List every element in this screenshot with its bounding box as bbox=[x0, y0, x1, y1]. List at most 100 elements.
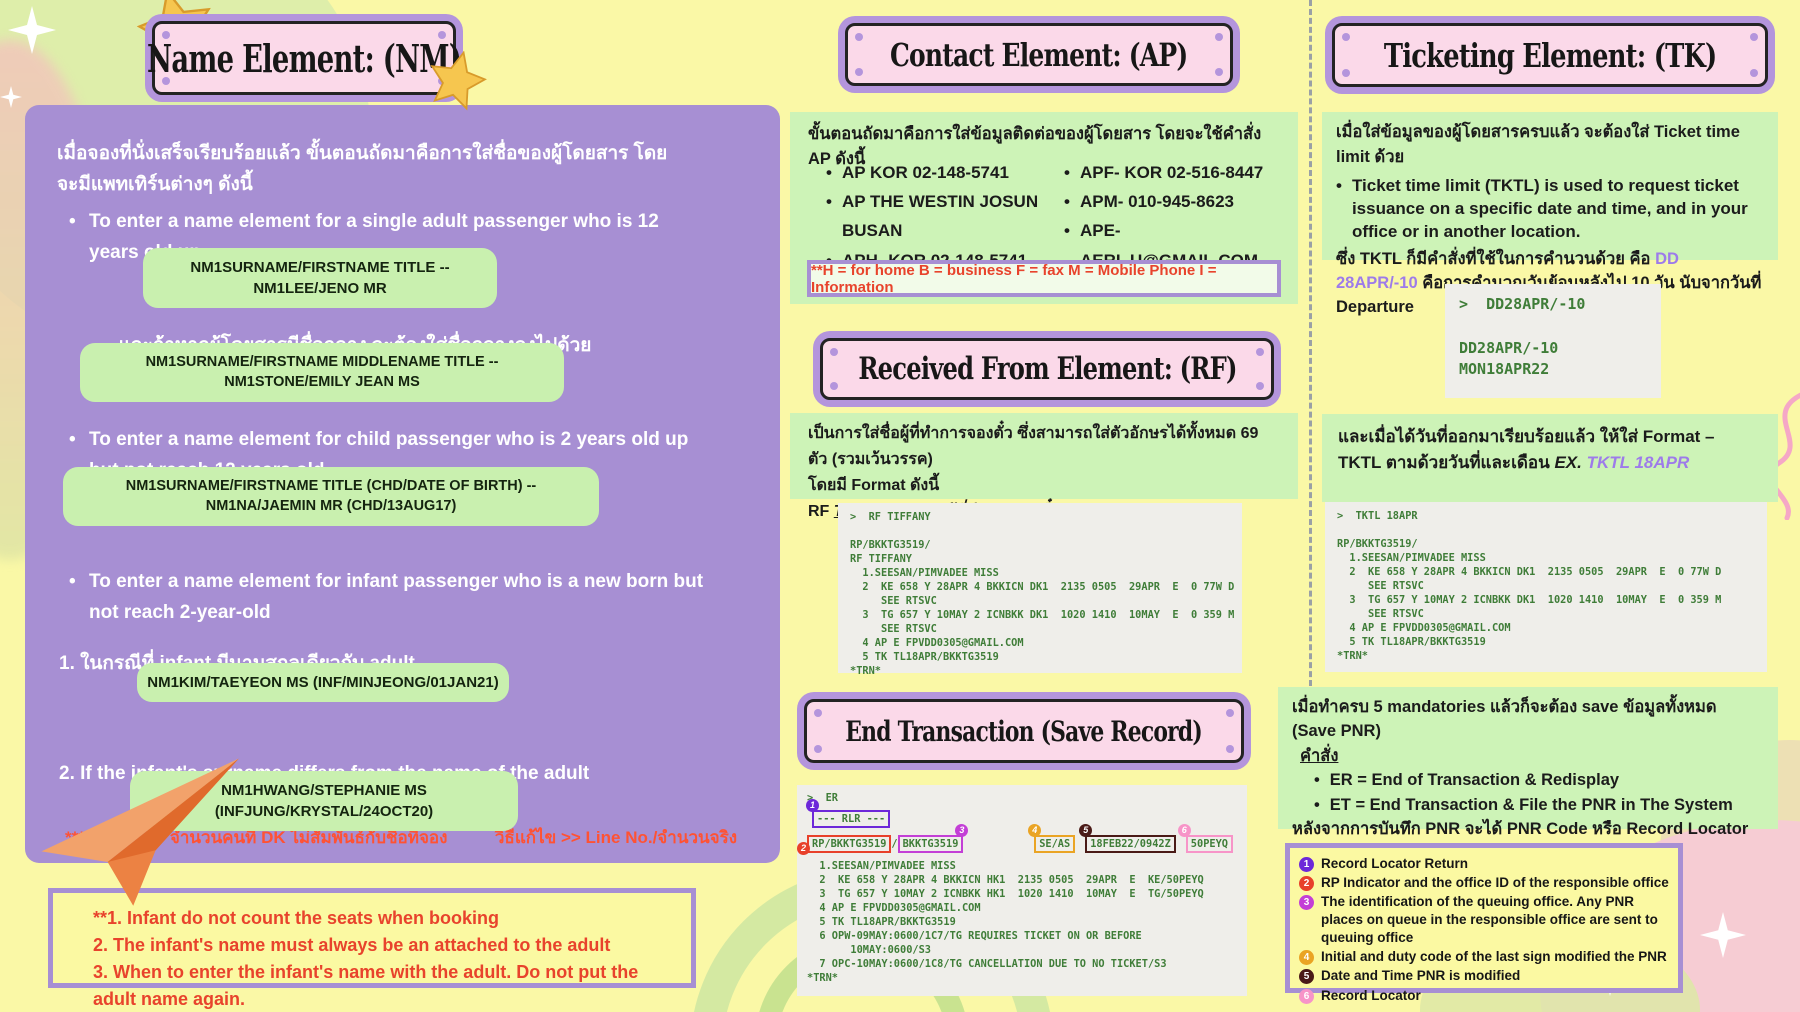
queue-annotation-box: 3 BKKTG3519 bbox=[897, 824, 969, 853]
ap-code-legend: **H = for home B = business F = fax M = … bbox=[811, 261, 1217, 296]
tktl-command: TKTL 18APR bbox=[1581, 453, 1690, 473]
save-pnr-panel: เมื่อทำครบ 5 mandatories แล้วก็จะต้อง sa… bbox=[1278, 687, 1778, 862]
dd-terminal-output: > DD28APR/-10 DD28APR/-10 MON18APR22 bbox=[1459, 295, 1586, 379]
rp-annotation-box: 2 RP/BKKTG3519 bbox=[797, 835, 892, 855]
bullet-dot-icon: • bbox=[1314, 795, 1320, 814]
banner-dot bbox=[1226, 709, 1234, 717]
column-divider bbox=[1309, 0, 1312, 695]
rlr-row: 1 --- RLR --- bbox=[806, 799, 1237, 828]
banner-dot bbox=[1226, 745, 1234, 753]
ticketing-intro-panel: เมื่อใส่ข้อมูลของผู้โดยสารครบแล้ว จะต้อง… bbox=[1322, 112, 1778, 316]
annotation-6-badge: 6 bbox=[1177, 824, 1191, 837]
end-transaction-title-banner: End Transaction (Save Record) bbox=[804, 699, 1244, 763]
infant-note: **1. Infant do not count the seats when … bbox=[93, 908, 500, 928]
legend-number-badge: 1 bbox=[1299, 857, 1314, 872]
child-code-box: NM1SURNAME/FIRSTNAME TITLE (CHD/DATE OF … bbox=[63, 467, 599, 526]
banner-dot bbox=[1215, 33, 1223, 41]
contact-element-panel: ขั้นตอนถัดมาคือการใส่ข้อมูลติดต่อของผู้โ… bbox=[790, 112, 1298, 304]
infant-code2-box: NM1HWANG/STEPHANIE MS (INFJUNG/KRYSTAL/2… bbox=[130, 771, 518, 831]
ap-command: •APM- 010-945-8623 bbox=[1064, 187, 1286, 216]
save-pnr-command: •ER = End of Transaction & Redisplay bbox=[1314, 768, 1764, 792]
legend-item: 2 RP Indicator and the office ID of the … bbox=[1299, 874, 1669, 892]
legend-number-badge: 6 bbox=[1299, 988, 1314, 1004]
save-pnr-command: •ET = End Transaction & File the PNR in … bbox=[1314, 793, 1764, 817]
ticketing-intro: เมื่อใส่ข้อมูลของผู้โดยสารครบแล้ว จะต้อง… bbox=[1336, 123, 1740, 166]
tktl-terminal-output: > TKTL 18APR RP/BKKTG3519/ 1.SEESAN/PIMV… bbox=[1337, 510, 1722, 662]
banner-dot bbox=[1256, 382, 1264, 390]
legend-item: 3 The identification of the queuing offi… bbox=[1299, 893, 1669, 947]
tktl-format-panel: และเมื่อได้วันที่ออกมาเรียบร้อยแล้ว ให้ใ… bbox=[1322, 414, 1778, 502]
banner-dot bbox=[814, 709, 822, 717]
ticketing-element-title: Ticketing Element: (TK) bbox=[1383, 35, 1717, 75]
name-element-intro: เมื่อจองที่นั่งเสร็จเรียบร้อยแล้ว ขั้นตอ… bbox=[57, 143, 668, 196]
tktl-format-note: และเมื่อได้วันที่ออกมาเรียบร้อยแล้ว ให้ใ… bbox=[1338, 427, 1715, 473]
banner-dot bbox=[855, 68, 863, 76]
annotation-3-badge: 3 bbox=[955, 824, 969, 837]
banner-dot bbox=[162, 31, 170, 39]
rf-terminal-output: > RF TIFFANY RP/BKKTG3519/ RF TIFFANY 1.… bbox=[850, 511, 1235, 677]
bullet-dot-icon: • bbox=[826, 192, 832, 212]
banner-dot bbox=[1256, 348, 1264, 356]
received-from-title: Received From Element: (RF) bbox=[857, 351, 1237, 387]
name-element-panel: เมื่อจองที่นั่งเสร็จเรียบร้อยแล้ว ขั้นตอ… bbox=[25, 105, 780, 863]
locator-annotation-box: 6 50PEYQ bbox=[1177, 824, 1233, 853]
infant-note: 2. The infant's name must always be an a… bbox=[93, 935, 611, 955]
end-transaction-title: End Transaction (Save Record) bbox=[845, 714, 1203, 748]
legend-item: 6 Record Locator bbox=[1299, 987, 1669, 1005]
bullet-dot-icon: • bbox=[1336, 175, 1342, 195]
tktl-bullet: • Ticket time limit (TKTL) is used to re… bbox=[1336, 174, 1764, 244]
bullet-dot-icon: • bbox=[1064, 163, 1070, 182]
banner-dot bbox=[830, 348, 838, 356]
legend-item: 1 Record Locator Return bbox=[1299, 855, 1669, 873]
legend-number-badge: 2 bbox=[1299, 876, 1314, 892]
banner-dot bbox=[1750, 69, 1758, 77]
bullet-dot-icon: • bbox=[1314, 771, 1320, 790]
nhp-fix: วิธีแก้ไข >> Line No./จำนวนจริง bbox=[494, 828, 737, 847]
dd-terminal: > DD28APR/-10 DD28APR/-10 MON18APR22 bbox=[1445, 284, 1661, 398]
contact-element-title-banner: Contact Element: (AP) bbox=[845, 23, 1233, 86]
rf-desc-line1: เป็นการใส่ชื่อผู้ที่ทำการจองตั๋ว ซึ่งสาม… bbox=[808, 425, 1259, 468]
banner-dot bbox=[855, 33, 863, 41]
infant-notes-box: **1. Infant do not count the seats when … bbox=[48, 888, 696, 1009]
banner-dot bbox=[830, 382, 838, 390]
decor-pink-squiggle bbox=[1767, 392, 1800, 520]
save-pnr-command-label: คำสั่ง bbox=[1300, 746, 1339, 765]
rf-terminal: > RF TIFFANY RP/BKKTG3519/ RF TIFFANY 1.… bbox=[838, 503, 1242, 677]
middlename-code-box: NM1SURNAME/FIRSTNAME MIDDLENAME TITLE --… bbox=[80, 343, 564, 402]
infant-code1-box: NM1KIM/TAEYEON MS (INF/MINJEONG/01JAN21) bbox=[137, 663, 509, 702]
rp-office-id: RP/BKKTG3519 bbox=[812, 838, 887, 850]
queue-office-id: BKKTG3519 bbox=[902, 838, 959, 850]
save-pnr-commands: •ER = End of Transaction & Redisplay•ET … bbox=[1292, 768, 1764, 817]
example-label: EX. bbox=[1554, 453, 1582, 473]
er-annotation-legend: 1 Record Locator Return 2 RP Indicator a… bbox=[1285, 843, 1683, 1004]
banner-dot bbox=[1750, 33, 1758, 41]
star-icon bbox=[430, 50, 488, 111]
sparkle-icon bbox=[8, 6, 56, 54]
received-from-panel: เป็นการใส่ชื่อผู้ที่ทำการจองตั๋ว ซึ่งสาม… bbox=[790, 413, 1298, 520]
record-locator: 50PEYQ bbox=[1190, 838, 1228, 850]
end-transaction-terminal: > ER 1 --- RLR --- 2 RP/BKKTG3519 / 3 BK… bbox=[797, 785, 1247, 996]
ap-command: •APF- KOR 02-516-8447 bbox=[1064, 158, 1286, 187]
ticketing-element-title-banner: Ticketing Element: (TK) bbox=[1332, 23, 1768, 87]
sign-annotation-box: 4 SE/AS bbox=[1028, 824, 1076, 853]
contact-element-title: Contact Element: (AP) bbox=[890, 35, 1188, 74]
sign-code: SE/AS bbox=[1039, 838, 1071, 850]
infant-bullet: To enter a name element for infant passe… bbox=[67, 566, 719, 629]
ap-command: •AP KOR 02-148-5741 bbox=[826, 158, 1064, 187]
banner-dot bbox=[1342, 33, 1350, 41]
legend-number-badge: 4 bbox=[1299, 950, 1314, 966]
banner-dot bbox=[1215, 68, 1223, 76]
legend-number-badge: 5 bbox=[1299, 969, 1314, 985]
rf-desc-line2: โดยมี Format ดังนี้ bbox=[808, 476, 940, 494]
sparkle-icon bbox=[0, 86, 22, 108]
bullet-dot-icon: • bbox=[1064, 221, 1070, 241]
annotation-5-badge: 5 bbox=[1079, 824, 1093, 837]
paper-plane-icon bbox=[41, 758, 239, 906]
banner-dot bbox=[438, 31, 446, 39]
legend-item: 5 Date and Time PNR is modified bbox=[1299, 967, 1669, 985]
name-element-title: Name Element: (NM) bbox=[146, 35, 462, 81]
ap-code-legend-box: **H = for home B = business F = fax M = … bbox=[807, 260, 1281, 297]
rlr-text: --- RLR --- bbox=[817, 813, 886, 825]
received-from-title-banner: Received From Element: (RF) bbox=[820, 338, 1274, 400]
